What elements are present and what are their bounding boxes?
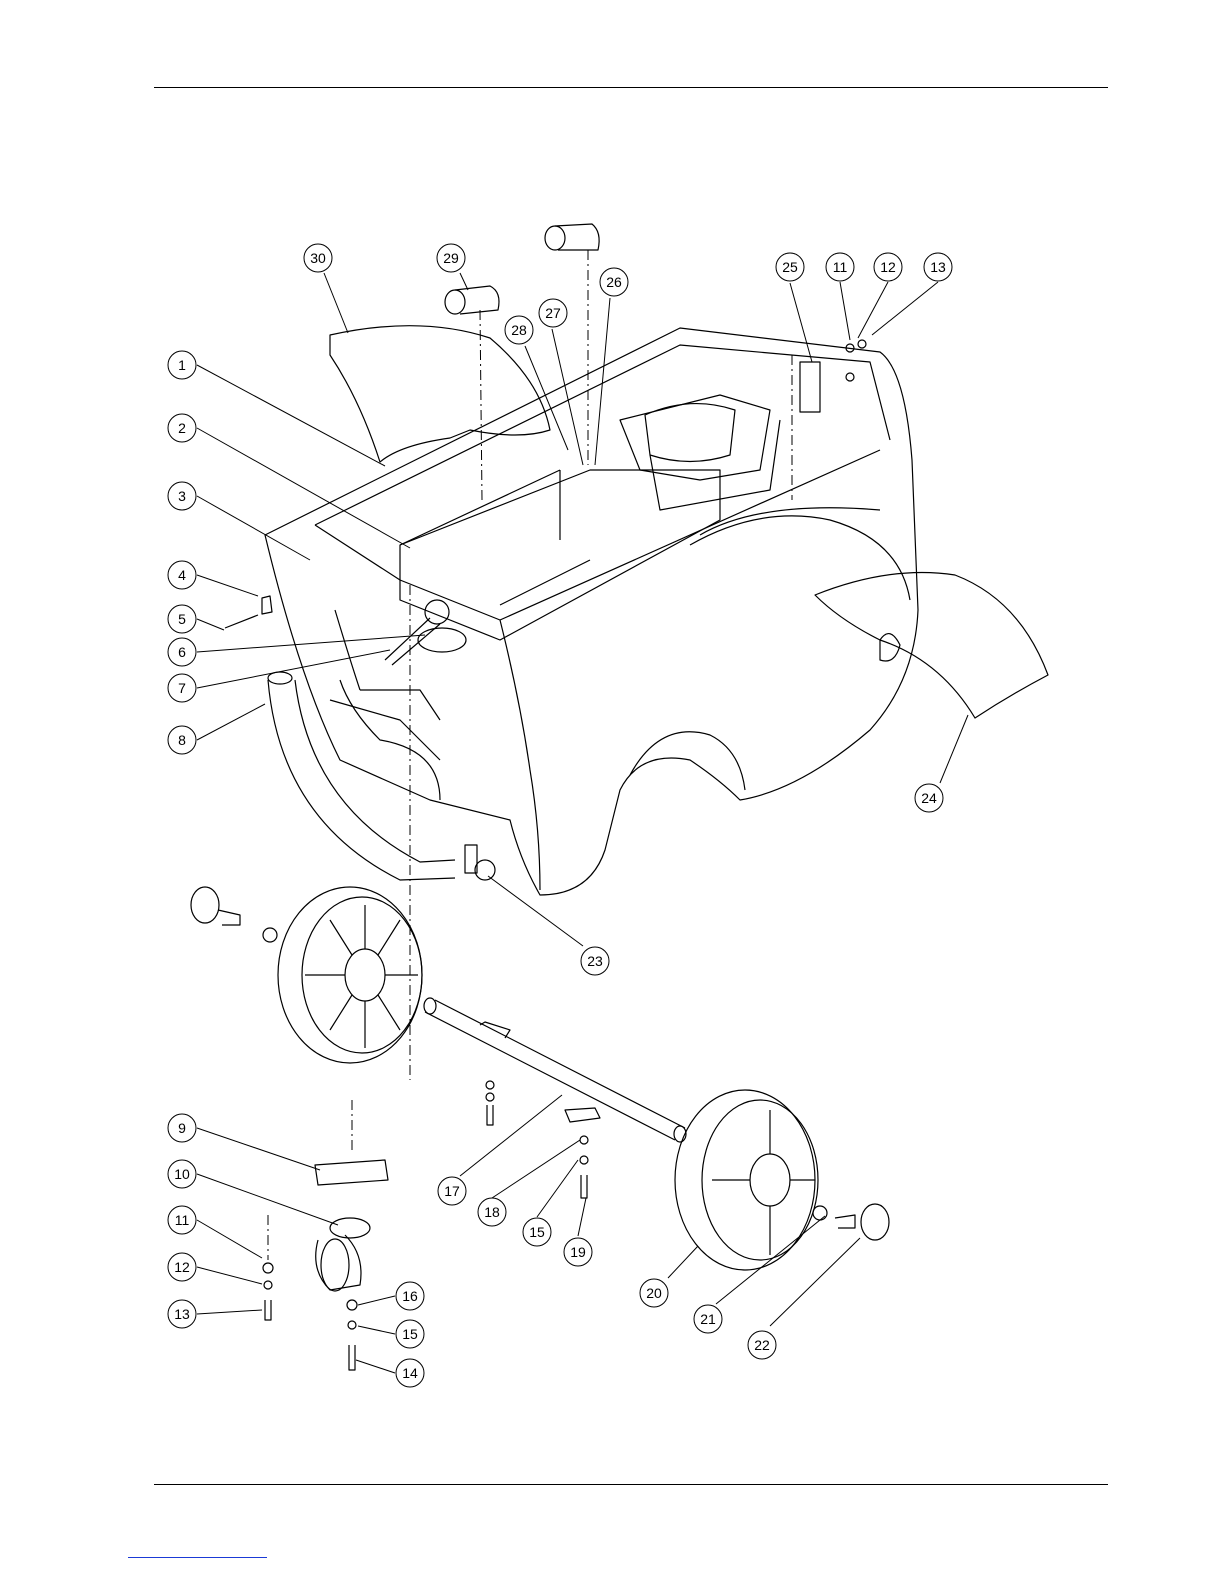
callout-number: 13 xyxy=(930,259,946,275)
callout-number: 23 xyxy=(587,953,603,969)
caster xyxy=(315,1160,388,1291)
callout-number: 6 xyxy=(178,644,186,660)
axle xyxy=(424,998,686,1142)
left-hubcap xyxy=(191,887,277,942)
callout-number: 9 xyxy=(178,1120,186,1136)
cover-24 xyxy=(815,573,1048,719)
callout-number: 13 xyxy=(174,1306,190,1322)
callout-number: 14 xyxy=(402,1365,418,1381)
hose xyxy=(268,680,455,880)
leader-lines xyxy=(197,273,968,1373)
callout-number: 29 xyxy=(443,250,459,266)
right-wheel xyxy=(675,1090,818,1270)
callout-number: 28 xyxy=(511,322,527,338)
callout-number: 25 xyxy=(782,259,798,275)
elbow-fitting-26 xyxy=(545,224,599,250)
callout-number: 15 xyxy=(402,1326,418,1342)
right-hubcap xyxy=(813,1204,889,1240)
callout-number: 20 xyxy=(646,1285,662,1301)
callout-number: 16 xyxy=(402,1288,418,1304)
callout-number: 30 xyxy=(310,250,326,266)
callout-number: 5 xyxy=(178,611,186,627)
elbow-fitting-29 xyxy=(445,286,499,314)
callout-number: 12 xyxy=(880,259,896,275)
callout-number: 19 xyxy=(570,1244,586,1260)
hinge-bracket xyxy=(800,362,820,412)
callout-number: 4 xyxy=(178,567,186,583)
page-link[interactable] xyxy=(128,1557,267,1558)
callout-number: 12 xyxy=(174,1259,190,1275)
callout-number: 7 xyxy=(178,680,186,696)
callout-number: 10 xyxy=(174,1166,190,1182)
valve-handle xyxy=(385,600,466,665)
cover-30 xyxy=(330,326,550,462)
callout-number: 1 xyxy=(178,357,186,373)
callout-number: 8 xyxy=(178,732,186,748)
callout-number: 18 xyxy=(484,1204,500,1220)
callout-number: 21 xyxy=(700,1311,716,1327)
callout-number: 11 xyxy=(175,1212,190,1228)
callout-number: 2 xyxy=(178,420,186,436)
callout-number: 27 xyxy=(545,305,561,321)
callout-number: 15 xyxy=(529,1224,545,1240)
callout-number: 26 xyxy=(606,274,622,290)
left-wheel xyxy=(278,887,422,1063)
tank-body xyxy=(265,328,918,895)
callout-number: 3 xyxy=(178,488,186,504)
callout-number: 22 xyxy=(754,1337,770,1353)
callout-number: 24 xyxy=(921,790,937,806)
callout-number: 11 xyxy=(833,259,848,275)
callout-number: 17 xyxy=(444,1183,460,1199)
